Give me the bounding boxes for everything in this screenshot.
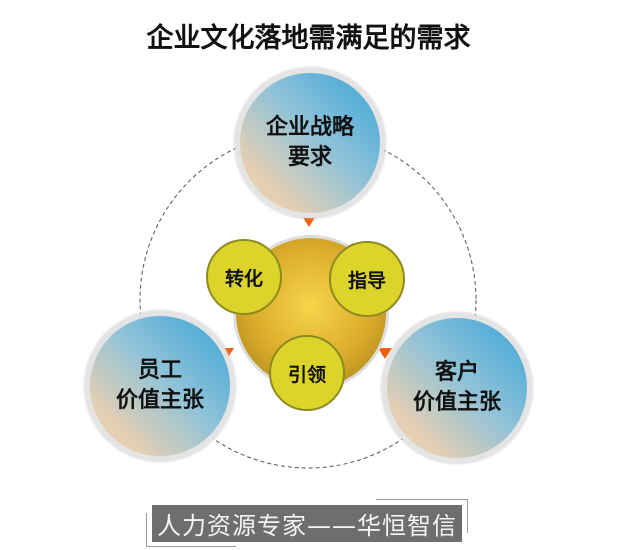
node-employee: 员工价值主张 bbox=[85, 311, 235, 461]
banner-corner-line bbox=[376, 499, 468, 500]
arrow-down-icon bbox=[378, 348, 392, 359]
inner-node-transform: 转化 bbox=[206, 239, 282, 315]
watermark-banner: 人力资源专家——华恒智信 bbox=[152, 505, 462, 542]
node-label: 价值主张 bbox=[115, 388, 204, 413]
banner-corner-line bbox=[467, 499, 468, 533]
diagram-title: 企业文化落地需满足的需求 bbox=[146, 23, 471, 54]
node-label: 客户 bbox=[434, 360, 479, 385]
banner-corner-line bbox=[146, 513, 147, 547]
banner-corner-line bbox=[146, 546, 236, 547]
node-strategy: 企业战略要求 bbox=[235, 68, 385, 218]
arrow-down-icon bbox=[302, 216, 316, 227]
node-label: 价值主张 bbox=[412, 390, 501, 415]
inner-node-guide: 指导 bbox=[329, 241, 405, 317]
node-customer: 客户价值主张 bbox=[382, 313, 532, 463]
node-label: 要求 bbox=[287, 145, 332, 170]
inner-node-lead: 引领 bbox=[269, 335, 345, 411]
node-label: 员工 bbox=[137, 358, 182, 383]
node-label: 企业战略 bbox=[265, 115, 354, 140]
